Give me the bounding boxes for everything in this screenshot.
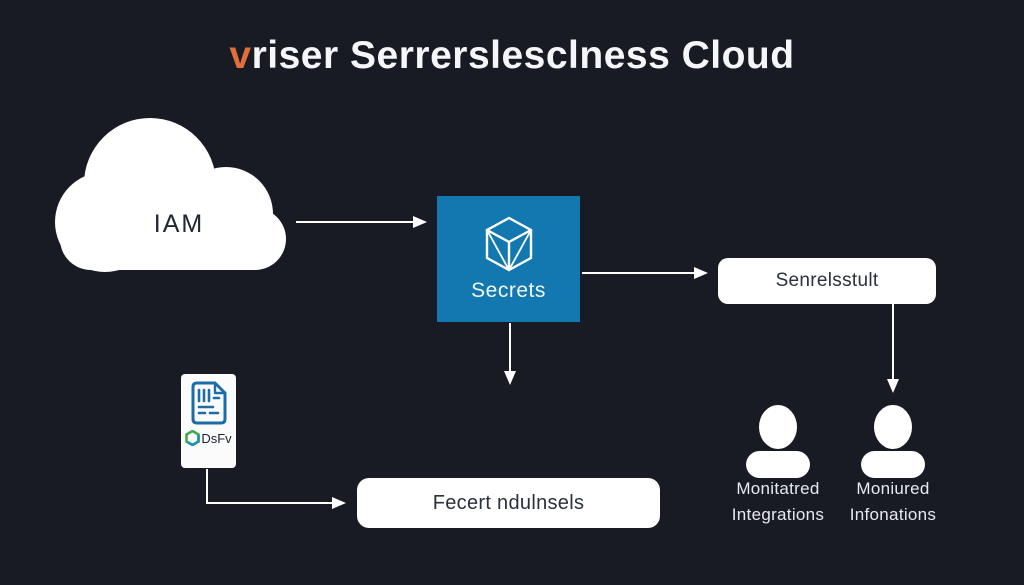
secrets-label: Secrets: [471, 278, 546, 302]
title-text: riser Serrerslesclness Cloud: [251, 34, 795, 77]
iam-label: IAM: [153, 210, 205, 238]
person2-label: Moniured Infonations: [828, 476, 958, 528]
title-accent-letter: v: [229, 34, 252, 77]
person1-label-line2: Integrations: [731, 505, 825, 524]
bottom-node: Fecert ndulnsels: [357, 478, 660, 528]
user-icon: [861, 405, 925, 478]
document-card-node: DsFv: [181, 374, 236, 468]
hexagon-logo-icon: [185, 430, 201, 446]
dsfv-label: DsFv: [201, 430, 232, 446]
person2-label-line2: Infonations: [849, 505, 937, 524]
cube-icon: [485, 216, 532, 271]
document-icon: [191, 381, 226, 425]
result-label: Senrelsstult: [775, 270, 879, 291]
iam-cloud-node: [50, 116, 296, 272]
person1-label-line1: Monitatred: [736, 479, 820, 498]
bottom-label: Fecert ndulnsels: [432, 491, 585, 514]
person2-label-line1: Moniured: [856, 479, 930, 498]
page-title: vriser Serrerslesclness Cloud: [0, 34, 1024, 78]
dsfv-logo: DsFv: [185, 430, 232, 446]
cloud-icon: [55, 118, 286, 272]
user-icon: [746, 405, 810, 478]
person-icon-integrations: [746, 404, 810, 478]
person-icon-infonations: [861, 404, 925, 478]
secrets-node: Secrets: [437, 196, 580, 322]
person1-label: Monitatred Integrations: [713, 476, 843, 528]
result-node: Senrelsstult: [718, 258, 936, 304]
